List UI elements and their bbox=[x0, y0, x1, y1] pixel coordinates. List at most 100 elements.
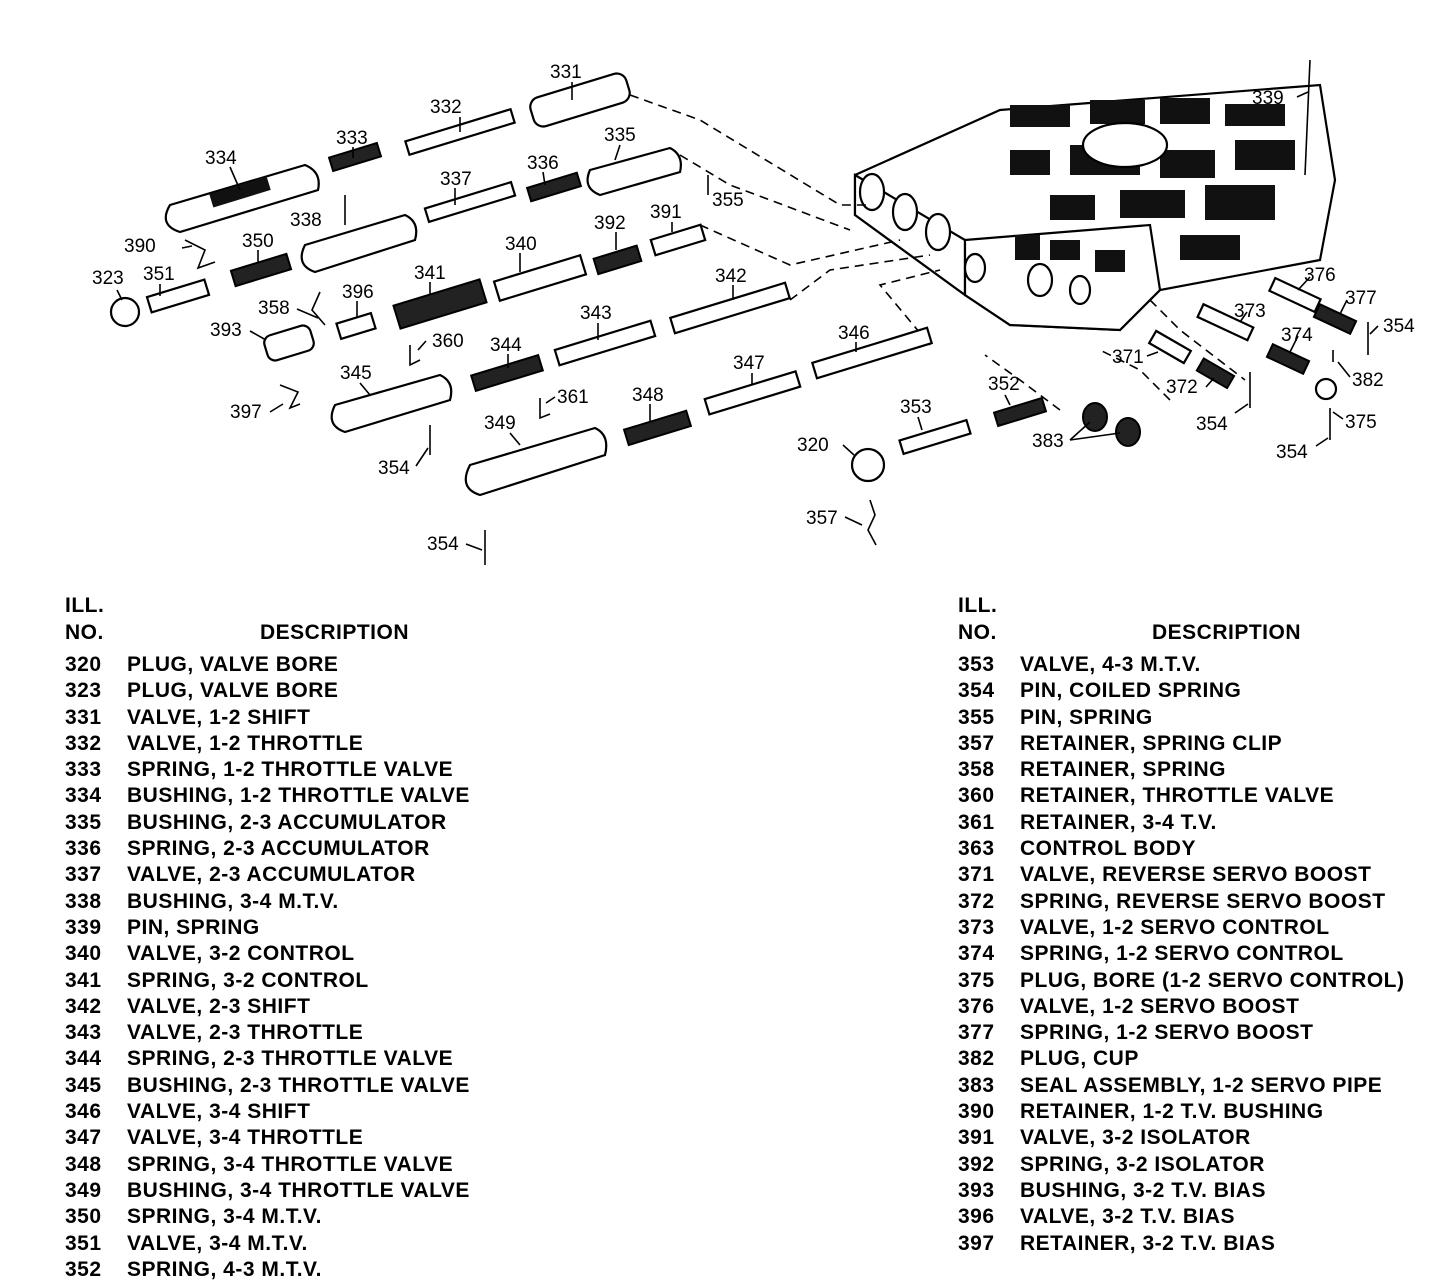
part-description: SPRING, 3-2 ISOLATOR bbox=[1020, 1152, 1265, 1176]
part-number: 340 bbox=[65, 942, 102, 966]
control-body-casting bbox=[853, 83, 1337, 332]
part-description: VALVE, 3-4 SHIFT bbox=[127, 1100, 311, 1124]
part-description: BUSHING, 3-4 THROTTLE VALVE bbox=[127, 1178, 470, 1202]
part-343-valve bbox=[553, 319, 657, 367]
part-number: 334 bbox=[65, 784, 102, 808]
part-description: SPRING, 1-2 SERVO CONTROL bbox=[1020, 942, 1344, 966]
callout-397: 397 bbox=[230, 402, 262, 423]
part-349-bushing bbox=[464, 426, 608, 497]
part-number: 351 bbox=[65, 1231, 102, 1255]
part-description: VALVE, 4-3 M.T.V. bbox=[1020, 653, 1201, 676]
callout-332: 332 bbox=[430, 97, 462, 118]
callout-354-e: 354 bbox=[1276, 442, 1308, 463]
part-number: 396 bbox=[958, 1205, 995, 1229]
callout-342: 342 bbox=[715, 266, 747, 287]
callout-390: 390 bbox=[124, 236, 156, 257]
callout-354-b: 354 bbox=[427, 534, 459, 555]
part-number: 372 bbox=[958, 889, 995, 913]
part-description: RETAINER, THROTTLE VALVE bbox=[1020, 784, 1335, 808]
part-description: VALVE, 1-2 SERVO BOOST bbox=[1020, 994, 1300, 1018]
part-number: 360 bbox=[958, 784, 995, 808]
part-description: RETAINER, 1-2 T.V. BUSHING bbox=[1020, 1100, 1324, 1124]
callout-352: 352 bbox=[988, 374, 1020, 395]
part-number: 376 bbox=[958, 994, 995, 1018]
callout-354-d: 354 bbox=[1196, 414, 1228, 435]
part-description: RETAINER, SPRING bbox=[1020, 758, 1226, 782]
header-ill: ILL. bbox=[958, 594, 998, 617]
part-373-valve bbox=[1196, 302, 1255, 342]
part-number: 393 bbox=[958, 1178, 995, 1202]
part-description: PIN, SPRING bbox=[1020, 705, 1153, 729]
part-description: SPRING, 1-2 THROTTLE VALVE bbox=[127, 758, 454, 782]
part-description: RETAINER, SPRING CLIP bbox=[1020, 731, 1283, 755]
part-346-valve bbox=[810, 326, 934, 380]
callout-320: 320 bbox=[797, 435, 829, 456]
part-description: SEAL ASSEMBLY, 1-2 SERVO PIPE bbox=[1020, 1073, 1383, 1097]
part-description: BUSHING, 1-2 THROTTLE VALVE bbox=[127, 784, 470, 808]
part-description: SPRING, 1-2 SERVO BOOST bbox=[1020, 1021, 1314, 1045]
part-description: SPRING, 3-4 M.T.V. bbox=[127, 1205, 322, 1229]
part-description: RETAINER, 3-2 T.V. BIAS bbox=[1020, 1231, 1276, 1255]
part-description: CONTROL BODY bbox=[1020, 837, 1196, 861]
part-description: SPRING, 3-2 CONTROL bbox=[127, 968, 369, 992]
part-number: 354 bbox=[958, 679, 995, 703]
part-number: 335 bbox=[65, 810, 102, 834]
part-340-valve bbox=[492, 253, 588, 303]
callout-357: 357 bbox=[806, 508, 838, 529]
part-348-spring bbox=[622, 409, 693, 447]
part-description: VALVE, 1-2 SHIFT bbox=[127, 705, 311, 729]
callout-340: 340 bbox=[505, 234, 537, 255]
part-323-plug bbox=[109, 296, 141, 328]
part-338-bushing bbox=[300, 213, 418, 274]
part-number: 377 bbox=[958, 1021, 995, 1045]
callout-347: 347 bbox=[733, 353, 765, 374]
part-description: RETAINER, 3-4 T.V. bbox=[1020, 810, 1217, 834]
pins-and-retainers bbox=[184, 59, 1369, 565]
part-393-bushing bbox=[263, 324, 315, 362]
part-372-spring bbox=[1195, 357, 1236, 390]
part-371-valve bbox=[1147, 329, 1193, 365]
callout-337: 337 bbox=[440, 169, 472, 190]
part-description: PLUG, CUP bbox=[1020, 1047, 1139, 1071]
part-number: 348 bbox=[65, 1152, 102, 1176]
part-number: 361 bbox=[958, 810, 995, 834]
part-description: SPRING, 2-3 ACCUMULATOR bbox=[127, 837, 430, 861]
part-description: VALVE, 3-4 THROTTLE bbox=[127, 1126, 364, 1150]
callout-333: 333 bbox=[336, 128, 368, 149]
exploded-valve-body-diagram: 331 332 333 334 335 336 337 355 338 339 … bbox=[92, 59, 1415, 565]
callout-374: 374 bbox=[1281, 325, 1313, 346]
callout-355: 355 bbox=[712, 190, 744, 211]
part-number: 347 bbox=[65, 1126, 102, 1150]
callout-354-a: 354 bbox=[378, 458, 410, 479]
callout-382: 382 bbox=[1352, 370, 1384, 391]
callout-372: 372 bbox=[1166, 377, 1198, 398]
part-number: 345 bbox=[65, 1073, 102, 1097]
callout-391: 391 bbox=[650, 202, 682, 223]
callout-354-c: 354 bbox=[1383, 316, 1415, 337]
part-392-spring bbox=[592, 244, 643, 276]
callout-339: 339 bbox=[1252, 88, 1284, 109]
callout-376: 376 bbox=[1304, 265, 1336, 286]
part-number: 332 bbox=[65, 731, 102, 755]
callout-331: 331 bbox=[550, 62, 582, 83]
callout-343: 343 bbox=[580, 303, 612, 324]
part-description: VALVE, 3-2 T.V. BIAS bbox=[1020, 1205, 1236, 1229]
callout-371: 371 bbox=[1112, 347, 1144, 368]
part-350-spring bbox=[229, 252, 293, 288]
part-number: 336 bbox=[65, 837, 102, 861]
part-number: 374 bbox=[958, 942, 995, 966]
header-description: DESCRIPTION bbox=[1152, 621, 1302, 644]
part-number: 375 bbox=[958, 968, 995, 992]
part-number: 344 bbox=[65, 1047, 102, 1071]
part-description: VALVE, 2-3 THROTTLE bbox=[127, 1021, 364, 1045]
part-number: 338 bbox=[65, 889, 102, 913]
part-337-valve bbox=[423, 180, 517, 224]
callout-334: 334 bbox=[205, 148, 237, 169]
callout-323: 323 bbox=[92, 268, 124, 289]
part-342-valve bbox=[668, 281, 792, 335]
part-description: VALVE, REVERSE SERVO BOOST bbox=[1020, 863, 1372, 887]
part-description: PLUG, VALVE BORE bbox=[127, 653, 339, 676]
part-number: 346 bbox=[65, 1100, 102, 1124]
